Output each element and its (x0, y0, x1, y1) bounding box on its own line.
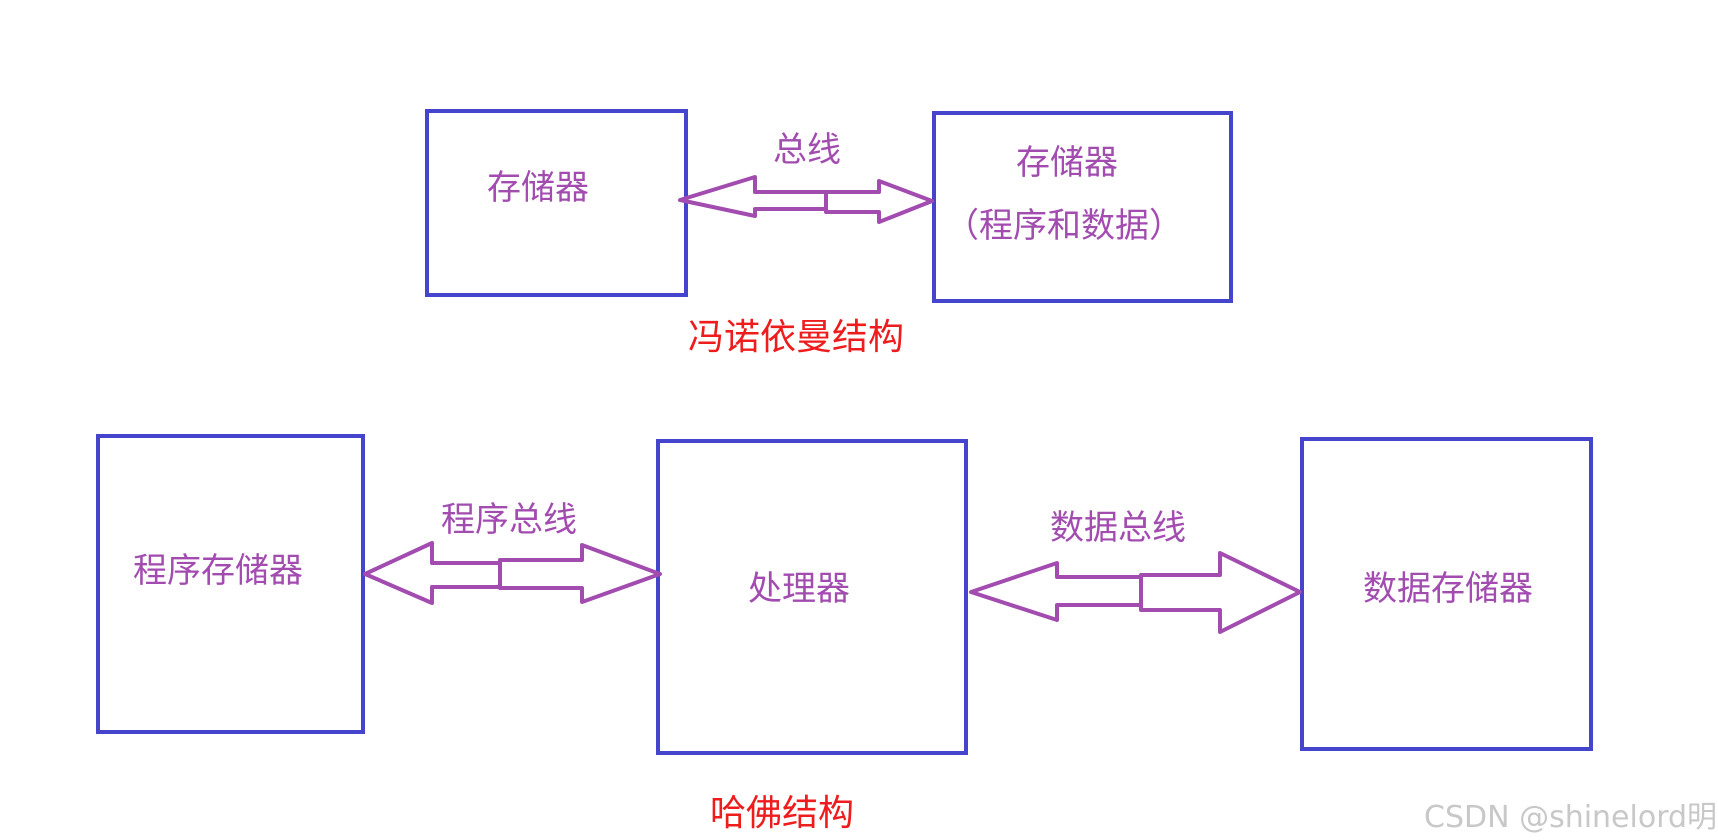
data-bus-arrow-right (1139, 551, 1302, 634)
program-memory-box-label: 程序存储器 (133, 551, 303, 591)
memory-box-2 (932, 111, 1233, 303)
data-bus-label: 数据总线 (1050, 508, 1186, 548)
program-bus-arrow-right (498, 543, 662, 604)
processor-box (656, 439, 968, 755)
bus-label: 总线 (773, 130, 841, 170)
program-bus-arrow (363, 541, 502, 605)
harvard-caption: 哈佛结构 (710, 793, 855, 834)
memory-box-2-subtitle: （程序和数据） (945, 206, 1183, 246)
data-memory-box (1300, 437, 1593, 751)
data-bus-arrow (969, 561, 1143, 622)
bus-arrow (678, 175, 828, 218)
watermark: CSDN @shinelord明 (1424, 800, 1718, 835)
bus-arrow-right (824, 179, 934, 224)
von-neumann-caption: 冯诺依曼结构 (688, 317, 905, 358)
memory-box-2-title: 存储器 (1016, 143, 1118, 183)
processor-box-label: 处理器 (748, 569, 850, 609)
data-memory-box-label: 数据存储器 (1363, 569, 1533, 609)
program-memory-box (96, 434, 365, 734)
program-bus-label: 程序总线 (441, 500, 577, 540)
memory-box-label: 存储器 (487, 168, 589, 208)
